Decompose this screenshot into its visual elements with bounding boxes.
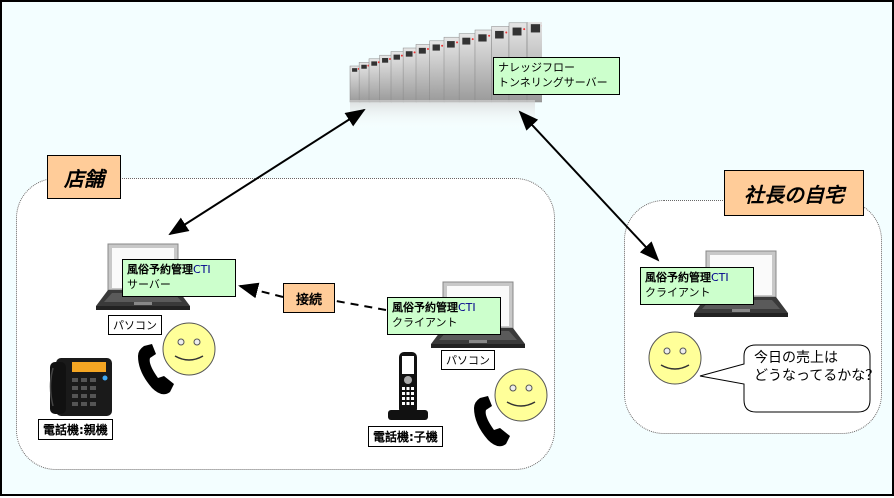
rack-display bbox=[352, 68, 357, 72]
rack-led bbox=[523, 28, 525, 30]
home-title: 社長の自宅 bbox=[724, 170, 864, 216]
rack-display bbox=[513, 28, 522, 36]
rack-display bbox=[382, 58, 388, 63]
desk-phone-icon bbox=[48, 356, 114, 418]
home-app-suffix: CTI bbox=[711, 271, 729, 284]
rack-display bbox=[394, 55, 400, 60]
rack-led bbox=[505, 31, 507, 33]
handset-label: 電話機:子機 bbox=[368, 426, 443, 447]
rack-led bbox=[389, 58, 391, 60]
rack-led bbox=[441, 45, 443, 47]
rack-display bbox=[462, 38, 470, 45]
server-label-line2: トンネリングサーバー bbox=[498, 75, 615, 90]
server-pc-label: パソコン bbox=[108, 315, 162, 335]
home-role: クライアント bbox=[645, 285, 749, 300]
rack-led bbox=[456, 41, 458, 43]
home-app-name: 風俗予約管理 bbox=[645, 271, 711, 284]
rack-led bbox=[401, 55, 403, 57]
server-label: ナレッジフロー トンネリングサーバー bbox=[493, 57, 620, 95]
smiley-store-client-icon bbox=[492, 366, 550, 424]
rack-display bbox=[531, 24, 540, 32]
speech-line2: どうなってるかな？ bbox=[754, 367, 879, 385]
speech-line1: 今日の売上は bbox=[754, 349, 879, 367]
rack-led bbox=[488, 35, 490, 37]
home-cti-label: 風俗予約管理CTI クライアント bbox=[640, 267, 754, 305]
rack-display bbox=[433, 44, 440, 50]
smiley-store-server-icon bbox=[160, 320, 218, 378]
client-pc-label: パソコン bbox=[441, 350, 495, 370]
server-cti-label: 風俗予約管理CTI サーバー bbox=[122, 259, 236, 297]
base-phone-label: 電話機:親機 bbox=[38, 419, 113, 440]
client-app-suffix: CTI bbox=[458, 301, 476, 314]
rack-display bbox=[361, 65, 366, 69]
rack-led bbox=[427, 48, 429, 50]
connection-label: 接続 bbox=[283, 283, 335, 313]
client-cti-label: 風俗予約管理CTI クライアント bbox=[387, 297, 501, 335]
rack-display bbox=[447, 41, 455, 47]
client-role: クライアント bbox=[392, 315, 496, 330]
server-role: サーバー bbox=[127, 277, 231, 292]
server-app-suffix: CTI bbox=[193, 263, 211, 276]
server-app-name: 風俗予約管理 bbox=[127, 263, 193, 276]
rack-display bbox=[495, 31, 504, 39]
speech-text: 今日の売上は どうなってるかな？ bbox=[754, 349, 879, 385]
rack-display bbox=[406, 51, 413, 56]
rack-led bbox=[472, 38, 474, 40]
store-title: 店舗 bbox=[47, 155, 121, 199]
server-label-line1: ナレッジフロー bbox=[498, 60, 615, 75]
rack-display bbox=[419, 48, 426, 54]
rack-display bbox=[371, 61, 377, 65]
cordless-handset-icon bbox=[386, 350, 430, 422]
client-app-name: 風俗予約管理 bbox=[392, 301, 458, 314]
rack-led bbox=[414, 51, 416, 53]
rack-display bbox=[478, 34, 486, 41]
